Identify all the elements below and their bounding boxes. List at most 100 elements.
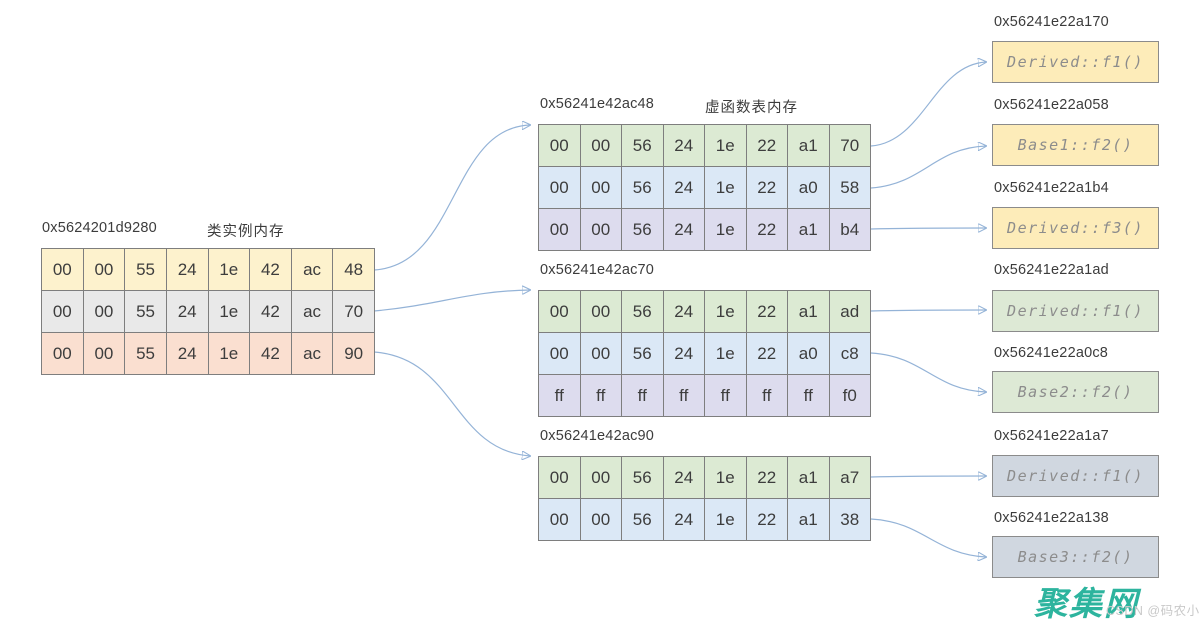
byte-cell: 24 [165, 291, 208, 332]
byte-cell: ac [290, 333, 333, 374]
byte-cell: c8 [828, 333, 871, 374]
function-7-address: 0x56241e22a138 [994, 510, 1109, 526]
byte-cell: a1 [787, 209, 829, 250]
byte-cell: f0 [828, 375, 871, 416]
vtable-3-address: 0x56241e42ac90 [540, 428, 655, 444]
vtable-caption: 虚函数表内存 [705, 100, 798, 116]
byte-cell: ff [579, 375, 622, 416]
byte-cell: 00 [82, 333, 125, 374]
byte-cell: 00 [82, 249, 125, 290]
byte-cell: 00 [579, 457, 622, 498]
byte-cell: 00 [549, 301, 569, 321]
function-6-address: 0x56241e22a1a7 [994, 428, 1109, 444]
byte-cell: 1e [704, 291, 746, 332]
byte-cell: 56 [621, 125, 663, 166]
function-7-label: Base3::f2() [1017, 548, 1134, 566]
byte-cell: 56 [621, 209, 663, 250]
byte-cell: 00 [549, 177, 569, 197]
function-2-address: 0x56241e22a058 [994, 97, 1109, 113]
instance-table-address: 0x5624201d9280 [42, 220, 157, 236]
byte-cell: 1e [704, 457, 746, 498]
byte-cell: 55 [124, 333, 166, 374]
arrow-vtable2-row1-to-fn4 [870, 310, 986, 311]
function-5-address: 0x56241e22a0c8 [994, 345, 1109, 361]
function-4-label: Derived::f1() [1007, 302, 1144, 320]
byte-cell: 56 [621, 499, 663, 540]
byte-cell: 24 [662, 209, 705, 250]
csdn-watermark: CSDN @码农小明 [1106, 604, 1200, 618]
byte-cell: 00 [579, 125, 622, 166]
function-1-label: Derived::f1() [1007, 53, 1144, 71]
function-3-label: Derived::f3() [1007, 219, 1144, 237]
byte-cell: a0 [787, 333, 829, 374]
byte-cell: 22 [745, 499, 788, 540]
function-6-box: Derived::f1() [992, 455, 1159, 497]
byte-cell: 1e [704, 167, 746, 208]
arrow-vtable3-row2-to-fn7 [870, 518, 986, 557]
byte-cell: 90 [332, 333, 374, 374]
byte-cell: ff [621, 375, 663, 416]
byte-cell: 42 [249, 249, 291, 290]
byte-cell: 1e [704, 499, 746, 540]
byte-cell: 00 [579, 499, 622, 540]
function-3-address: 0x56241e22a1b4 [994, 180, 1109, 196]
byte-cell: 00 [549, 343, 569, 363]
byte-cell: 55 [124, 291, 166, 332]
byte-cell: 70 [828, 125, 871, 166]
byte-cell: 24 [662, 457, 705, 498]
byte-cell: 22 [745, 125, 788, 166]
byte-cell: 00 [579, 167, 622, 208]
byte-cell: 70 [332, 291, 374, 332]
byte-cell: 00 [52, 343, 72, 363]
byte-cell: ff [704, 375, 746, 416]
function-7-box: Base3::f2() [992, 536, 1159, 578]
byte-cell: 1e [207, 249, 250, 290]
function-5-box: Base2::f2() [992, 371, 1159, 413]
byte-cell: 42 [249, 291, 291, 332]
byte-cell: a1 [787, 499, 829, 540]
byte-cell: a7 [828, 457, 871, 498]
byte-cell: 00 [52, 301, 72, 321]
byte-cell: 58 [828, 167, 871, 208]
byte-cell: ac [290, 249, 333, 290]
byte-cell: 22 [745, 457, 788, 498]
byte-cell: 00 [579, 291, 622, 332]
byte-cell: 22 [745, 167, 788, 208]
site-logo: 聚集网 [1034, 585, 1139, 620]
byte-cell: 55 [124, 249, 166, 290]
byte-cell: a0 [787, 167, 829, 208]
byte-cell: 42 [249, 333, 291, 374]
byte-cell: 24 [165, 249, 208, 290]
byte-cell: 00 [52, 259, 72, 279]
byte-cell: 56 [621, 167, 663, 208]
byte-cell: 00 [549, 509, 569, 529]
byte-cell: 00 [549, 467, 569, 487]
arrow-vtable1-row2-to-fn2 [870, 146, 986, 189]
byte-cell: b4 [828, 209, 871, 250]
byte-cell: ff [554, 385, 564, 405]
vtable-1-address: 0x56241e42ac48 [540, 96, 655, 112]
byte-cell: 24 [165, 333, 208, 374]
function-4-box: Derived::f1() [992, 290, 1159, 332]
arrow-vtable1-row3-to-fn3 [870, 228, 986, 229]
byte-cell: ff [787, 375, 829, 416]
arrow-vtable1-row1-to-fn1 [870, 62, 986, 147]
byte-cell: ad [828, 291, 871, 332]
byte-cell: 1e [704, 209, 746, 250]
arrow-instance-row3-to-vtable3 [373, 351, 530, 456]
byte-cell: 00 [549, 135, 569, 155]
function-2-label: Base1::f2() [1017, 136, 1134, 154]
byte-cell: 56 [621, 457, 663, 498]
byte-cell: 00 [579, 209, 622, 250]
byte-cell: a1 [787, 291, 829, 332]
